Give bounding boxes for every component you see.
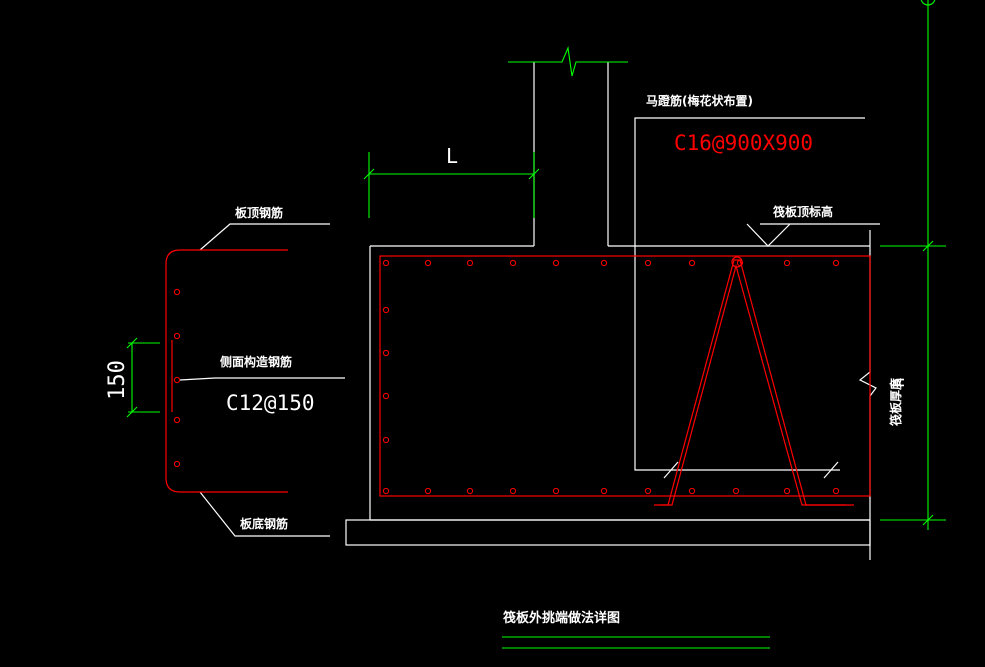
rebar-dots (173, 259, 840, 495)
chair-rebar-outer (654, 259, 854, 506)
rebar-dot (600, 259, 608, 267)
side-rebar-spec: C12@150 (226, 391, 315, 415)
dim-150-tick-top (126, 337, 138, 349)
rebar-dot (552, 487, 560, 495)
rebar-dot (600, 487, 608, 495)
rebar-dot (382, 487, 390, 495)
rebar-dot (783, 259, 791, 267)
rebar-dot (688, 487, 696, 495)
rebar-dot (732, 487, 740, 495)
dim-150-label: 150 (105, 360, 130, 400)
chair-rebar-inner (660, 263, 846, 506)
dim-l-label: L (446, 144, 458, 168)
rebar-dot (173, 288, 181, 296)
dimensions (126, 0, 946, 649)
dim-h-top-marker (920, 0, 936, 6)
dim-150-tick-bottom (126, 406, 138, 418)
rebar-dot (382, 436, 390, 444)
dim-h-tick-bottom (922, 514, 934, 526)
top-rebar-leader (199, 223, 330, 251)
rebar-dot (382, 259, 390, 267)
rebar-dot (466, 259, 474, 267)
rebar-dot (783, 487, 791, 495)
rebar-dot (424, 259, 432, 267)
rebar-dot (736, 259, 744, 267)
cushion-layer (345, 519, 871, 546)
rebar-dot (509, 259, 517, 267)
elevation-triangle (746, 223, 791, 247)
dim-l-tick-left (363, 168, 375, 180)
chair-leader-box (634, 117, 865, 471)
rebar-dot (173, 460, 181, 468)
rebar-dot (552, 259, 560, 267)
drawing-title: 筏板外挑端做法详图 (503, 610, 620, 626)
rebar-dot (173, 332, 181, 340)
dim-h-tick-top (922, 240, 934, 252)
bottom-rebar-label: 板底钢筋 (240, 516, 288, 531)
dim-h-label: h (888, 377, 909, 388)
rebar-dot (382, 306, 390, 314)
rebar-dot (644, 487, 652, 495)
chair-rebar-spec: C16@900X900 (674, 131, 813, 155)
chair-tick-left (663, 461, 679, 479)
rebar-dot (509, 487, 517, 495)
rebar-dot (466, 487, 474, 495)
rebar-dot (382, 349, 390, 357)
rebar-dot (832, 487, 840, 495)
chair-tick-right (823, 461, 839, 479)
bottom-rebar-leader (199, 491, 330, 537)
rebar-dot (644, 259, 652, 267)
chair-ticks (663, 461, 839, 479)
wall-break-symbol (508, 45, 628, 77)
raft-top-elevation-label: 筏板顶标高 (773, 204, 833, 219)
rebar-dot (382, 392, 390, 400)
rebar (165, 249, 871, 506)
side-rebar-label: 侧面构造钢筋 (220, 354, 292, 369)
hooked-end-bar (165, 249, 288, 493)
main-rebar-cage (379, 255, 871, 497)
rebar-dot (832, 259, 840, 267)
raft-thickness-label: 筏板厚度 (888, 377, 903, 426)
dim-l-tick-right (528, 168, 540, 180)
rebar-dot (173, 416, 181, 424)
rebar-dot (688, 259, 696, 267)
right-break-line (858, 230, 877, 560)
chair-rebar-label: 马蹬筋(梅花状布置) (646, 93, 753, 108)
concrete-outlines (179, 62, 880, 560)
rebar-dot (424, 487, 432, 495)
side-rebar-leader (179, 377, 345, 381)
rebar-dot (173, 376, 181, 384)
top-rebar-label: 板顶钢筋 (235, 205, 283, 220)
